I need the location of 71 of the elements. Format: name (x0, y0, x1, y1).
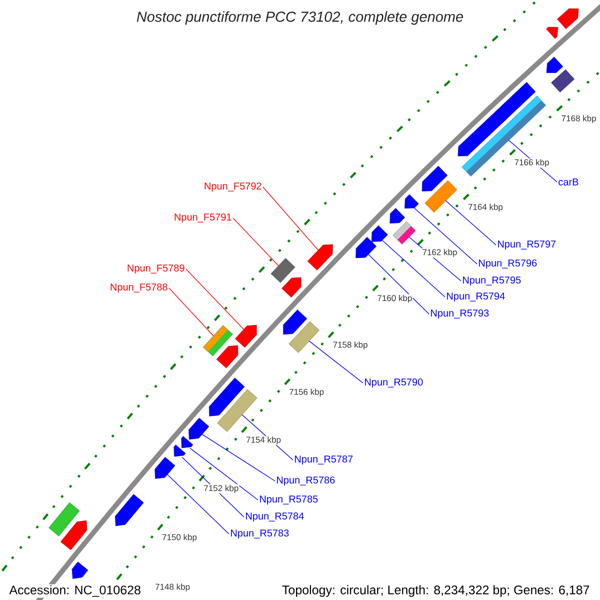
gene-feature (288, 321, 320, 353)
scale-label: 7152 kbp (203, 484, 240, 494)
gene-feature (48, 502, 80, 536)
gene-label: Npun_F5789 (128, 264, 184, 274)
leader-line (168, 288, 214, 336)
leader-line (382, 240, 446, 298)
gene-feature (546, 56, 564, 73)
gene-feature (557, 8, 579, 30)
gene-feature (546, 26, 558, 39)
gene-label: Npun_R5786 (277, 476, 335, 486)
leader-line (368, 254, 430, 314)
gene-feature (372, 225, 388, 242)
gene-feature (72, 562, 88, 579)
gene-label: Npun_R5785 (260, 495, 318, 505)
gene-feature (390, 208, 406, 224)
gene-feature (174, 444, 186, 457)
gene-label: Npun_R5784 (246, 512, 304, 522)
gene-label: Npun_F5791 (174, 213, 232, 223)
gene-feature (458, 82, 536, 156)
gene-feature (392, 221, 416, 245)
leader-line (190, 448, 258, 500)
genome-info-text: Topology: circular; Length: 8,234,322 bp; Genes: 6,187 (280, 584, 591, 598)
scale-label: 7148 kbp (154, 582, 191, 592)
leader-line (186, 268, 244, 330)
gene-feature (551, 69, 575, 92)
scale-label: 7156 kbp (288, 388, 325, 398)
gene-label: Npun_F5792 (204, 182, 262, 192)
gene-label: Npun_R5783 (231, 529, 289, 539)
scale-label: 7154 kbp (245, 436, 282, 445)
leader-line (308, 340, 364, 384)
gene-feature (356, 236, 377, 258)
gene-feature (217, 389, 258, 432)
leader-line (202, 434, 276, 482)
leader-line (167, 474, 230, 534)
gene-feature (209, 378, 245, 416)
gene-feature (181, 436, 194, 448)
gene-feature (235, 324, 257, 348)
gene-feature (188, 418, 210, 440)
scale-label: 7150 kbp (161, 533, 198, 542)
scale-label: 7160 kbp (376, 294, 413, 304)
gene-label: Npun_R5793 (431, 309, 489, 319)
gene-label: Npun_R5787 (295, 455, 353, 465)
gene-feature (307, 244, 333, 270)
leader-line (262, 186, 319, 250)
gene-label: Npun_R5795 (463, 276, 521, 286)
leader-line (232, 218, 279, 266)
scale-label: 7166 kbp (514, 158, 550, 168)
gene-feature (404, 194, 419, 208)
accession-text: Accession: NC_010628 (8, 584, 142, 598)
gene-label: Npun_F5788 (110, 283, 168, 293)
gene-feature (283, 310, 308, 335)
gene-feature (282, 277, 302, 298)
scale-label: 7164 kbp (467, 203, 504, 212)
gene-label: Npun_R5797 (498, 240, 556, 250)
leader-line (445, 200, 496, 246)
gene-feature (422, 166, 448, 192)
scale-label: 7162 kbp (422, 248, 458, 258)
gene-label: Npun_R5794 (447, 292, 505, 302)
map-title: Nostoc punctiforme PCC 73102, complete genome (136, 11, 464, 25)
gene-feature (154, 456, 176, 479)
gene-feature (216, 345, 238, 368)
scale-label: 7158 kbp (332, 340, 368, 350)
gene-label: Npun_R5796 (479, 259, 537, 269)
scale-label: 7168 kbp (560, 114, 597, 124)
gene-label: carB (558, 178, 578, 186)
gene-feature (424, 180, 458, 213)
gene-feature (270, 258, 296, 283)
leader-line (414, 208, 478, 264)
gene-feature (115, 494, 144, 526)
gene-label: Npun_R5790 (365, 378, 423, 388)
gene-feature (60, 520, 88, 550)
